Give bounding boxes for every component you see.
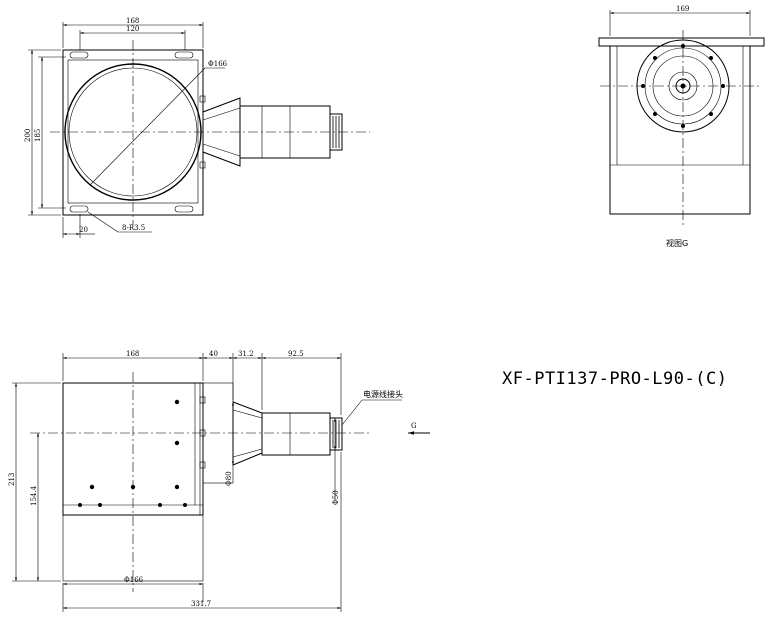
- bolt-hole: [681, 44, 685, 48]
- bolt-hole: [653, 112, 657, 116]
- top-view: 168 120 Φ166 200 185 20 8-R3.5: [24, 17, 370, 238]
- dim-total-length: 331.7: [191, 600, 211, 608]
- dim-dia-cone: Φ80: [225, 471, 233, 486]
- dim-end-width: 169: [676, 5, 689, 13]
- rivet: [174, 484, 180, 490]
- cone-body: [202, 97, 241, 167]
- mount-slot: [174, 51, 194, 59]
- bolt-hole: [653, 56, 657, 60]
- slot-leader: [87, 211, 119, 233]
- rivet: [78, 503, 82, 507]
- dim-center-height: 154.4: [30, 485, 38, 506]
- rivet: [183, 503, 187, 507]
- bolt-hole: [709, 56, 713, 60]
- side-view: 168 40 31.2 92.5 213 154.4 Φ80 Φ50 Φ166 …: [8, 350, 430, 612]
- rivet: [174, 440, 180, 446]
- dim-body-width: 168: [126, 350, 139, 358]
- dim-slots: 8-R3.5: [122, 224, 145, 232]
- cone-line: [232, 409, 263, 419]
- dim-width-outer: 168: [126, 17, 139, 25]
- rivet: [158, 503, 162, 507]
- connector-leader: [341, 399, 363, 426]
- side-body-lower: [62, 514, 204, 582]
- bolt-hole: [709, 112, 713, 116]
- rivet: [89, 484, 95, 490]
- side-tab: [199, 396, 206, 404]
- dim-seg1: 40: [209, 350, 218, 358]
- rivet: [174, 399, 180, 405]
- mount-slot: [174, 205, 194, 213]
- dim-height-outer: 200: [24, 129, 32, 142]
- dim-height: 213: [8, 473, 16, 486]
- connector-body: [329, 113, 343, 151]
- side-tab: [199, 461, 206, 469]
- mount-slot: [69, 51, 89, 59]
- dim-height-inner: 185: [34, 129, 42, 142]
- model-title: XF-PTI137-PRO-L90-(C): [502, 369, 727, 389]
- end-view: 169 视图G: [598, 5, 765, 248]
- dim-seg2: 31.2: [238, 350, 254, 358]
- dim-dia-tube: Φ50: [332, 490, 340, 505]
- connector-label: 电源线接头: [363, 389, 403, 399]
- rivet: [98, 503, 102, 507]
- diameter-leader: [89, 67, 206, 186]
- cone-line: [202, 107, 241, 121]
- dim-bottom-dia: Φ166: [124, 576, 144, 584]
- view-arrow-letter: G: [411, 422, 417, 430]
- dim-diameter: Φ166: [208, 60, 228, 68]
- side-tab: [199, 161, 206, 169]
- side-tube: [261, 412, 331, 456]
- dim-offset: 20: [79, 226, 88, 234]
- side-tab: [199, 95, 206, 103]
- dim-seg3: 92.5: [288, 350, 304, 358]
- end-view-body: [609, 45, 751, 215]
- cone-line: [202, 143, 241, 157]
- mount-slot: [69, 205, 89, 213]
- cone-line: [232, 448, 263, 458]
- view-label: 视图G: [666, 238, 688, 248]
- dim-width-inner: 120: [126, 25, 139, 33]
